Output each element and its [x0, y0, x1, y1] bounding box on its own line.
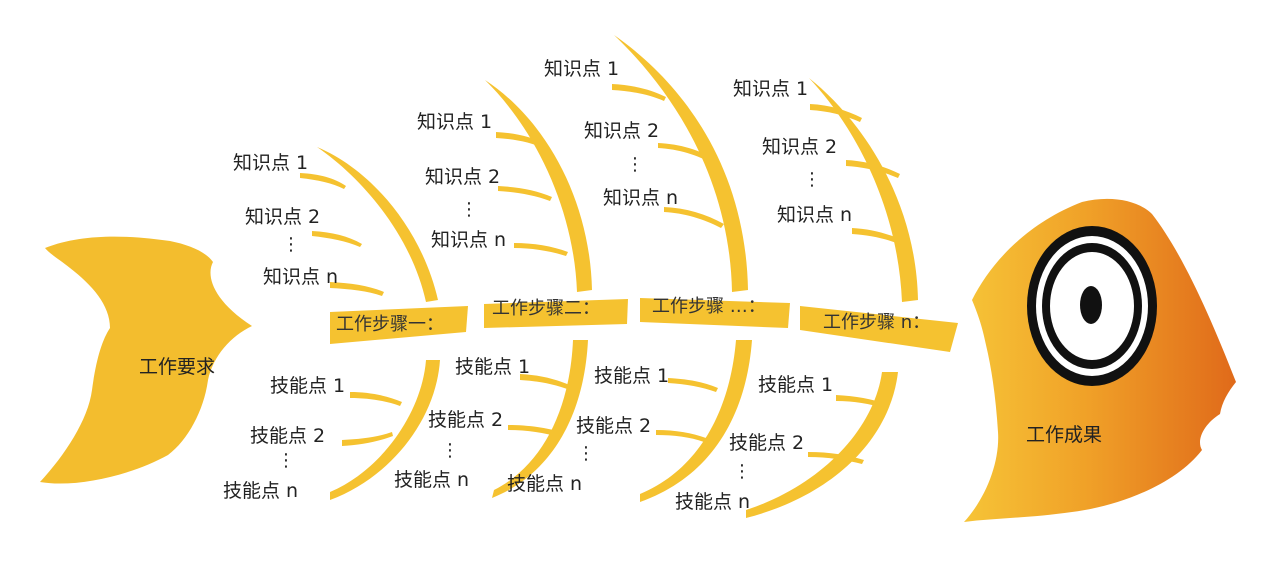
knowledge-point: 知识点 1	[233, 152, 309, 174]
ellipsis-mark: ⋮	[733, 461, 751, 482]
fish-tail	[40, 236, 252, 484]
step-title: 工作步骤 n：	[823, 312, 931, 333]
head-label: 工作成果	[1026, 424, 1103, 446]
knowledge-point: 知识点 n	[431, 229, 507, 251]
eye-icon	[1027, 226, 1157, 386]
ellipsis-mark: ⋮	[277, 450, 295, 471]
skill-point: 技能点 1	[594, 365, 670, 387]
ellipsis-mark: ⋮	[441, 440, 459, 461]
knowledge-point: 知识点 1	[544, 58, 620, 80]
skill-point: 技能点 1	[758, 374, 834, 396]
skill-point: 技能点 n	[223, 480, 299, 502]
skill-point: 技能点 2	[729, 432, 805, 454]
skill-point: 技能点 1	[270, 375, 346, 397]
knowledge-point: 知识点 n	[777, 204, 853, 226]
knowledge-point: 知识点 1	[417, 111, 493, 133]
step-title: 工作步骤 …：	[652, 296, 766, 317]
skill-point: 技能点 1	[455, 356, 531, 378]
small-bones	[300, 84, 906, 464]
step-title: 工作步骤二：	[492, 298, 600, 319]
knowledge-point: 知识点 n	[603, 187, 679, 209]
step-title: 工作步骤一：	[336, 314, 444, 335]
tail-label: 工作要求	[139, 356, 216, 378]
upper-ribs	[317, 35, 918, 302]
ellipsis-mark: ⋮	[626, 154, 644, 175]
knowledge-point: 知识点 1	[733, 78, 809, 100]
knowledge-point: 知识点 n	[263, 266, 339, 288]
knowledge-point: 知识点 2	[425, 166, 501, 188]
knowledge-point: 知识点 2	[762, 136, 838, 158]
spine	[330, 298, 958, 352]
ellipsis-mark: ⋮	[460, 199, 478, 220]
skill-point: 技能点 n	[675, 491, 751, 513]
skill-point: 技能点 2	[250, 425, 326, 447]
skill-point: 技能点 2	[428, 409, 504, 431]
knowledge-point: 知识点 2	[584, 120, 660, 142]
ellipsis-mark: ⋮	[577, 443, 595, 464]
skill-point: 技能点 2	[576, 415, 652, 437]
skill-point: 技能点 n	[394, 469, 470, 491]
skill-point: 技能点 n	[507, 473, 583, 495]
ellipsis-mark: ⋮	[803, 169, 821, 190]
ellipsis-mark: ⋮	[282, 234, 300, 255]
knowledge-point: 知识点 2	[245, 206, 321, 228]
lower-ribs	[330, 340, 898, 518]
